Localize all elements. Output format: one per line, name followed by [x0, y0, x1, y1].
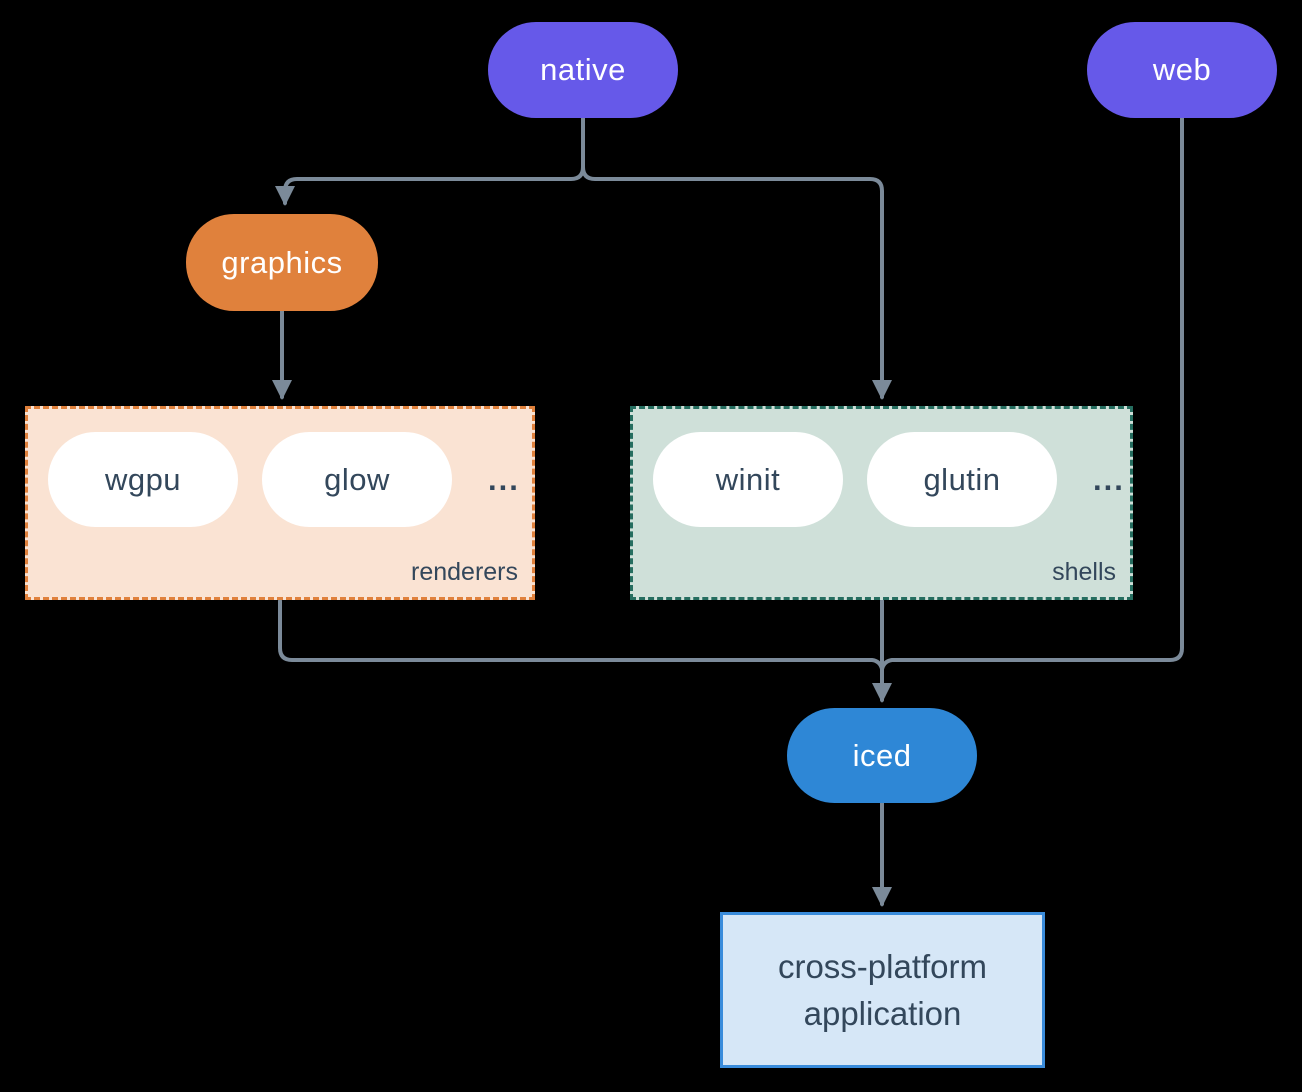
- node-graphics: graphics: [186, 214, 378, 311]
- edge-web-merge: [880, 116, 1184, 671]
- node-native: native: [488, 22, 678, 118]
- shells-label: shells: [1052, 558, 1116, 586]
- renderers-row: wgpu glow ...: [28, 409, 532, 527]
- edge-renderers-merge: [278, 599, 884, 671]
- node-wgpu: wgpu: [48, 432, 238, 527]
- node-web: web: [1087, 22, 1277, 118]
- shells-ellipsis: ...: [1093, 461, 1125, 497]
- node-iced: iced: [787, 708, 977, 803]
- node-glutin: glutin: [867, 432, 1057, 527]
- node-winit: winit: [653, 432, 843, 527]
- group-renderers: wgpu glow ... renderers: [25, 406, 535, 600]
- renderers-ellipsis: ...: [488, 461, 520, 497]
- edge-native-shells: [581, 116, 892, 400]
- renderers-label: renderers: [411, 558, 518, 586]
- edge-native-graphics: [275, 116, 585, 206]
- node-cross-platform-application: cross-platform application: [720, 912, 1045, 1068]
- group-shells: winit glutin ... shells: [630, 406, 1133, 600]
- shells-row: winit glutin ...: [633, 409, 1130, 527]
- node-glow: glow: [262, 432, 452, 527]
